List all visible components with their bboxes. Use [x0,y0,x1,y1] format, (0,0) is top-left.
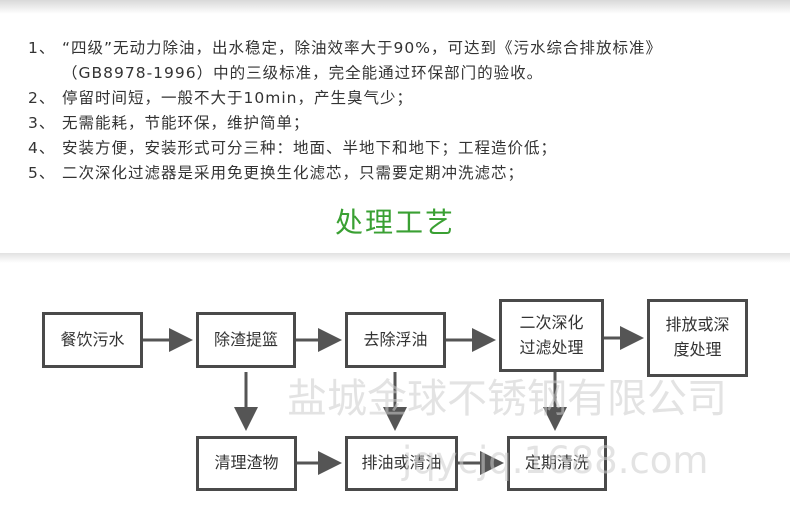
feature-number: 1、 [28,39,56,57]
section-divider [0,253,790,263]
feature-item-3: 3、无需能耗，节能环保，维护简单； [28,111,310,133]
node-label-line-1: 排放或深 [665,315,730,335]
feature-text: “四级”无动力除油，出水稳定，除油效率大于90%，可达到《污水综合排放标准》 [62,39,663,57]
node-secondary-filter: 二次深化过滤处理 [499,299,604,372]
feature-item-2: 2、停留时间短，一般不大于10min，产生臭气少； [28,86,413,108]
node-label-line-2: 过滤处理 [519,337,584,357]
feature-item-1: 1、 “四级”无动力除油，出水稳定，除油效率大于90%，可达到《污水综合排放标准》 [28,36,662,58]
feature-number: 2、 [28,89,56,107]
feature-item-4: 4、安装方便，安装形式可分三种：地面、半地下和地下；工程造价低； [28,136,557,158]
feature-item-1-continued: （GB8978-1996）中的三级标准，完全能通过环保部门的验收。 [28,61,543,83]
node-label: 去除浮油 [363,329,428,349]
feature-number: 4、 [28,139,56,157]
node-discharge: 排放或深度处理 [647,299,748,377]
node-oil-removal: 去除浮油 [345,312,446,368]
node-label-line-1: 二次深化 [519,312,584,332]
feature-text: 无需能耗，节能环保，维护简单； [62,114,310,132]
node-label: 定期清洗 [524,453,589,473]
node-label: 清理渣物 [214,453,279,473]
node-oil-drain: 排油或清油 [345,436,458,491]
feature-text: 停留时间短，一般不大于10min，产生臭气少； [62,89,413,107]
node-wastewater: 餐饮污水 [42,312,143,368]
feature-number: 5、 [28,164,56,182]
node-periodic-clean: 定期清洗 [507,436,607,491]
node-label: 餐饮污水 [60,329,125,349]
node-label: 排油或清油 [361,453,442,473]
feature-text: 二次深化过滤器是采用免更换生化滤芯，只需要定期冲洗滤芯； [62,164,525,182]
feature-number: 3、 [28,114,56,132]
node-clean-slag: 清理渣物 [196,436,297,491]
node-slag-basket: 除渣提篮 [196,312,296,368]
top-shadow-bar [0,0,790,14]
feature-text: （GB8978-1996）中的三级标准，完全能通过环保部门的验收。 [62,64,544,82]
feature-text: 安装方便，安装形式可分三种：地面、半地下和地下；工程造价低； [62,139,558,157]
node-label-line-2: 度处理 [673,340,722,359]
node-label: 除渣提篮 [213,329,278,349]
section-title: 处理工艺 [334,206,455,239]
feature-item-5: 5、二次深化过滤器是采用免更换生化滤芯，只需要定期冲洗滤芯； [28,161,524,183]
